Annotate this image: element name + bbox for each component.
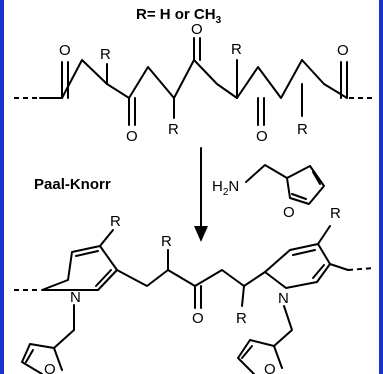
furan-double-2 xyxy=(291,193,307,200)
n-methylene-right xyxy=(273,305,293,347)
furfurylamine-reagent: H2N O xyxy=(212,164,325,221)
oxygen-3: O xyxy=(191,21,203,38)
r-group-6: R xyxy=(161,233,172,250)
polypyrrole-product: R N R O R R N O xyxy=(14,205,375,374)
polyketone-chain: O O O O O R R R R xyxy=(14,21,372,145)
pyrrole-right-double-1 xyxy=(292,249,316,256)
carbonyl-bond-2 xyxy=(128,97,136,126)
pyrrole-left-double-1 xyxy=(75,250,99,257)
carbonyl-bond-5 xyxy=(340,61,348,99)
r-definition: R= H or CH3 xyxy=(136,6,222,26)
pyrrole-ring-right xyxy=(264,243,331,289)
r-group-3: R xyxy=(231,41,242,58)
oxygen-5: O xyxy=(337,42,349,59)
r-group-5: R xyxy=(110,213,121,230)
furan-left-double xyxy=(25,349,34,363)
furan-oxygen-reagent: O xyxy=(283,204,295,221)
nitrogen-left: N xyxy=(70,289,81,306)
carbonyl-bond-1 xyxy=(61,61,69,99)
r-bond-7 xyxy=(241,285,245,307)
pyrrole-right-double-2 xyxy=(312,264,325,279)
product-end-right xyxy=(347,267,375,271)
reaction-arrow xyxy=(194,147,208,242)
furan-double-1 xyxy=(312,171,321,185)
pyrrole-right-r-bond xyxy=(317,225,331,245)
oxygen-4: O xyxy=(256,128,268,145)
arrow-head xyxy=(194,226,208,242)
reaction-label: Paal-Knorr xyxy=(34,176,111,193)
product-carbonyl xyxy=(194,285,202,309)
furan-ring-left xyxy=(21,343,63,374)
amine-label: H2N xyxy=(212,178,239,198)
furan-ring-right xyxy=(237,339,283,374)
product-oxygen: O xyxy=(192,310,204,327)
carbonyl-bond-3 xyxy=(193,37,201,61)
carbonyl-bond-4 xyxy=(257,97,265,126)
r-group-2: R xyxy=(168,121,179,138)
furan-oxygen-left: O xyxy=(44,361,56,374)
n-methylene-left xyxy=(53,304,75,349)
oxygen-1: O xyxy=(59,42,71,59)
furan-ring-reagent xyxy=(286,165,325,205)
methylene-bond xyxy=(245,164,288,183)
pyrrole-left-r-bond xyxy=(99,229,114,247)
pyrrole-right-chain xyxy=(329,263,349,271)
backbone-bonds xyxy=(39,59,348,99)
pyrrole-left-double-2 xyxy=(95,269,112,287)
furan-oxygen-right: O xyxy=(264,361,276,374)
pyrrole-ring-left xyxy=(41,245,118,291)
furan-right-double xyxy=(241,345,253,359)
oxygen-2: O xyxy=(126,128,138,145)
r-group-8: R xyxy=(330,205,341,222)
product-chain xyxy=(116,269,266,287)
r-group-1: R xyxy=(100,46,111,63)
r-group-4: R xyxy=(297,121,308,138)
nitrogen-right: N xyxy=(278,290,289,307)
r-group-7: R xyxy=(236,310,247,327)
